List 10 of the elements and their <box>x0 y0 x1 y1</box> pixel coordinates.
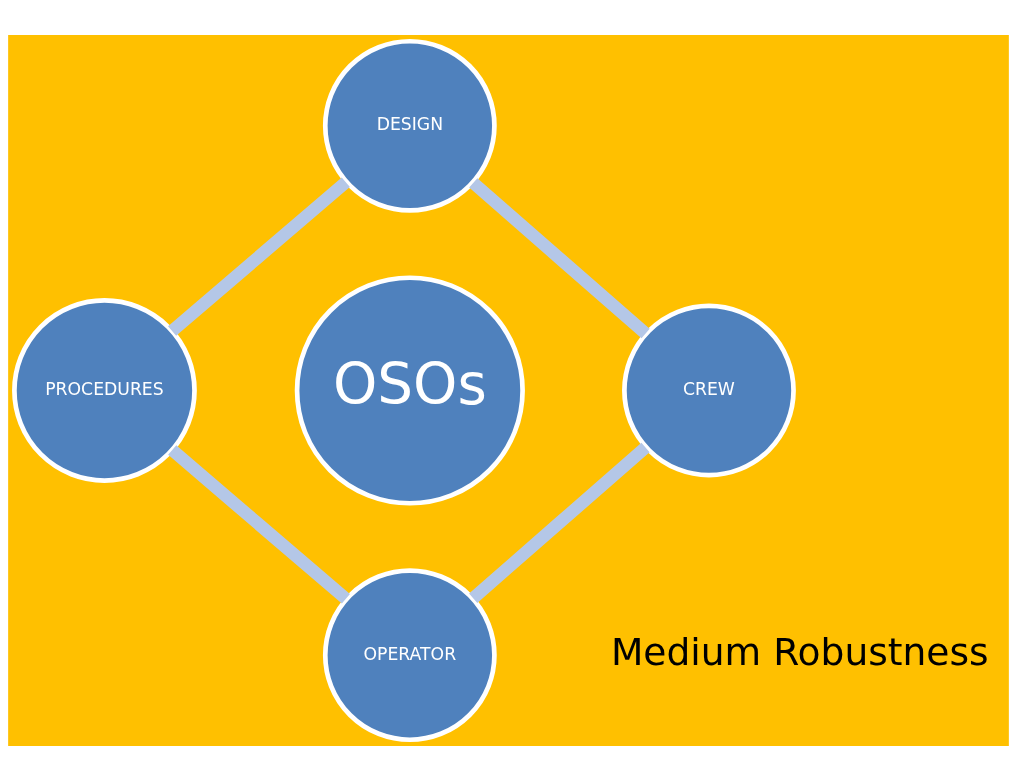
connector <box>168 177 350 336</box>
connector <box>469 178 650 339</box>
connector <box>469 442 650 603</box>
node-circle: OSOs <box>294 275 525 506</box>
node-circle: DESIGN <box>322 38 497 213</box>
node-circle: PROCEDURES <box>12 298 197 483</box>
node-circle: CREW <box>622 303 796 478</box>
connector <box>168 445 350 604</box>
node-circle: OPERATOR <box>322 568 497 743</box>
label: Medium Robustness <box>610 629 989 674</box>
